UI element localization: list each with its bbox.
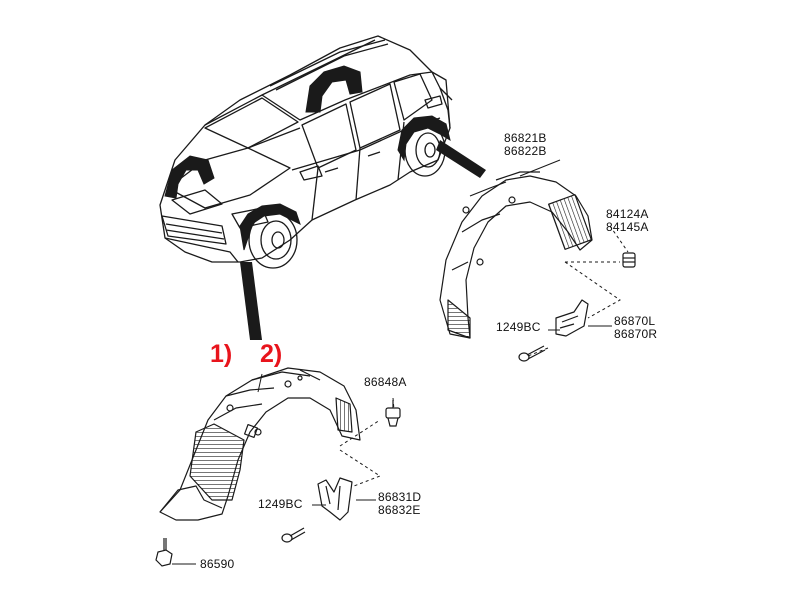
front-clip-illustration (385, 400, 401, 427)
label-leaders (172, 159, 612, 565)
front-mudguard-left-number: 86831D (378, 490, 422, 504)
rear-liner-left-number: 86821B (504, 131, 547, 145)
rear-mudguard-illustration (555, 299, 589, 337)
rear-nut-illustration (622, 252, 636, 268)
front-liner-illustration (159, 367, 361, 521)
car-illustration (159, 35, 453, 269)
front-mudguard-part-numbers: 86831D 86832E (378, 491, 421, 517)
rear-nut-part-numbers: 84124A 84145A (606, 208, 649, 234)
pointer-arrows (240, 140, 486, 340)
rear-liner-right-number: 86822B (504, 144, 547, 158)
rear-screw-part-number: 1249BC (496, 320, 541, 334)
rear-nut-number-b: 84145A (606, 220, 649, 234)
front-mudguard-illustration (317, 477, 353, 521)
front-leader-lines (339, 397, 395, 487)
front-bolt-part-number: 86590 (200, 557, 235, 571)
front-mudguard-right-number: 86832E (378, 503, 421, 517)
rear-nut-number-a: 84124A (606, 207, 649, 221)
rear-liner-illustration (439, 171, 593, 339)
marker-2: 2) (260, 340, 283, 368)
marker-1: 1) (210, 340, 233, 368)
rear-mudguard-part-numbers: 86870L 86870R (614, 315, 657, 341)
rear-mudguard-right-number: 86870R (614, 327, 658, 341)
front-clip-part-number: 86848A (364, 375, 407, 389)
rear-mudguard-left-number: 86870L (614, 314, 656, 328)
rear-screw-illustration (518, 345, 546, 362)
front-screw-part-number: 1249BC (258, 497, 303, 511)
car-liner-highlights (164, 65, 451, 251)
rear-liner-part-numbers: 86821B 86822B (504, 132, 547, 158)
rear-leader-lines (527, 225, 629, 357)
front-bolt-illustration (155, 538, 173, 567)
front-screw-illustration (281, 527, 306, 543)
